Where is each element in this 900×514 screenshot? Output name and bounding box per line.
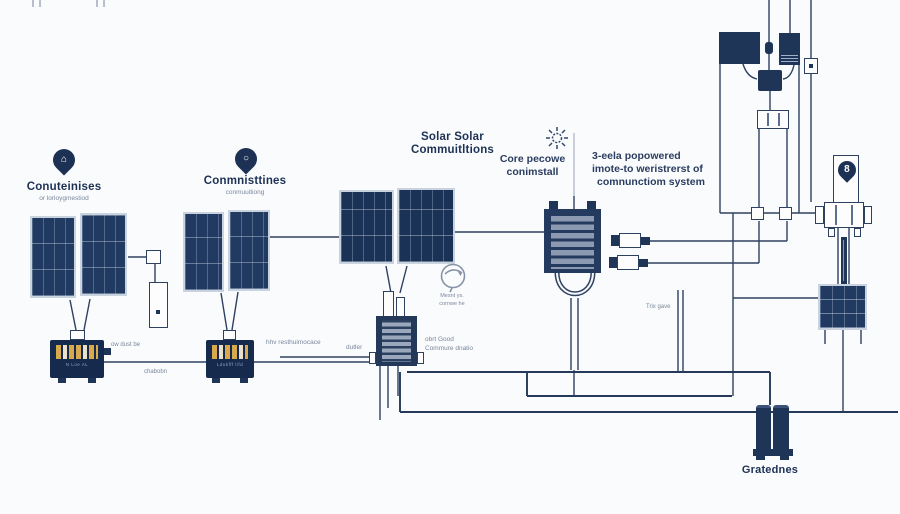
pole-solar-panel — [818, 284, 867, 330]
battery — [773, 405, 789, 450]
center-title-line1: Solar Solar — [421, 131, 484, 143]
transformer-terminal — [587, 201, 596, 210]
batteries-label: Gratednes — [741, 464, 799, 476]
tower-side-tab — [815, 206, 824, 224]
right-block-line1: 3-eela popowered — [592, 150, 681, 162]
sun-icon — [546, 127, 568, 149]
tower-side-tab — [864, 206, 872, 224]
group1-subtitle: or lorloygmestiod — [39, 195, 89, 202]
ann-obrt-line2: Commure dnatio — [425, 345, 474, 352]
plug-tip — [641, 237, 650, 245]
battery-base — [753, 449, 793, 456]
solar-panel — [228, 210, 270, 291]
charge-controller: Ldukfff lifd — [206, 340, 254, 378]
junction-node — [779, 207, 792, 220]
junction-device — [758, 70, 782, 91]
right-block-line3: comnunctiom system — [597, 176, 705, 188]
divider — [778, 113, 780, 126]
device-box — [719, 32, 760, 64]
inverter-tab — [417, 352, 424, 364]
device-box — [779, 33, 800, 65]
junction-box — [146, 250, 161, 264]
pole-cap — [223, 330, 236, 340]
transformer-terminal — [549, 201, 558, 210]
junction-node — [751, 207, 764, 220]
terminal-slots — [56, 345, 98, 359]
house-icon: ⌂ — [60, 154, 68, 166]
junction-box — [383, 291, 394, 317]
cable-ferrule — [765, 42, 773, 54]
foot — [58, 378, 66, 383]
core-label-line1: Core pecowe — [499, 153, 566, 165]
ann-ow-dust: ow dust be — [111, 342, 141, 348]
refresh-caption-line2: cornwe he — [439, 301, 465, 307]
inverter — [376, 316, 417, 366]
foot — [756, 456, 765, 460]
battery — [756, 405, 771, 450]
plug-cap — [611, 235, 619, 246]
rod-highlight — [843, 240, 844, 281]
vent-grill — [781, 55, 798, 62]
solar-panel — [339, 190, 394, 264]
ann-dutler: dutler — [346, 344, 363, 351]
plug-tip — [639, 259, 648, 267]
center-title-line2: Commuitltions — [410, 144, 495, 156]
foot — [240, 378, 248, 383]
terminal-slots — [212, 345, 248, 359]
cable-plug — [617, 255, 639, 270]
terminal-block — [757, 110, 789, 129]
refresh-caption-line1: Mesnt ys. — [440, 293, 464, 299]
solar-panel — [183, 212, 224, 292]
solar-panel — [30, 216, 76, 298]
connector-nub — [104, 348, 111, 355]
controller-text: Ldukfff lifd — [216, 362, 244, 367]
conduit-dot — [156, 310, 160, 314]
trix-label: Trix gave — [646, 304, 671, 310]
conduit-box — [149, 282, 168, 328]
junction-box — [396, 297, 405, 317]
tower-foot — [854, 228, 861, 237]
plug-cap — [609, 257, 617, 268]
transformer — [544, 209, 601, 273]
pole-rod — [841, 237, 847, 284]
ann-obrt-line1: obrt Good — [425, 336, 454, 343]
solar-panel — [397, 188, 455, 264]
group2-subtitle: conmuuitiong — [225, 189, 265, 196]
foot — [780, 456, 789, 460]
inverter-tab — [369, 352, 376, 364]
tower-foot — [828, 228, 835, 237]
ann-chabobn: chabobn — [144, 369, 168, 375]
foot — [212, 378, 220, 383]
tower-connector-box — [824, 202, 864, 228]
ann-hhv: hhv resthuimocace — [266, 339, 321, 346]
divider — [851, 205, 853, 225]
group1-title: Conuteinises — [26, 181, 102, 193]
solar-panel — [80, 213, 127, 296]
group2-title: Conmnisttines — [203, 175, 287, 187]
pole-cap — [70, 330, 85, 340]
cable-plug — [619, 233, 641, 248]
foot — [88, 378, 96, 383]
tower-pin-glyph: 8 — [844, 164, 850, 175]
circle-glyph-icon: ○ — [242, 153, 250, 165]
controller-text: N Loe AL — [65, 362, 89, 367]
core-label-line2: conimstall — [506, 166, 559, 178]
right-block-line2: imote-to weristrerst of — [592, 163, 703, 175]
refresh-icon — [440, 263, 466, 293]
divider — [835, 205, 837, 225]
divider — [767, 113, 769, 126]
outlet-dot — [809, 64, 813, 68]
charge-controller: N Loe AL — [50, 340, 104, 378]
